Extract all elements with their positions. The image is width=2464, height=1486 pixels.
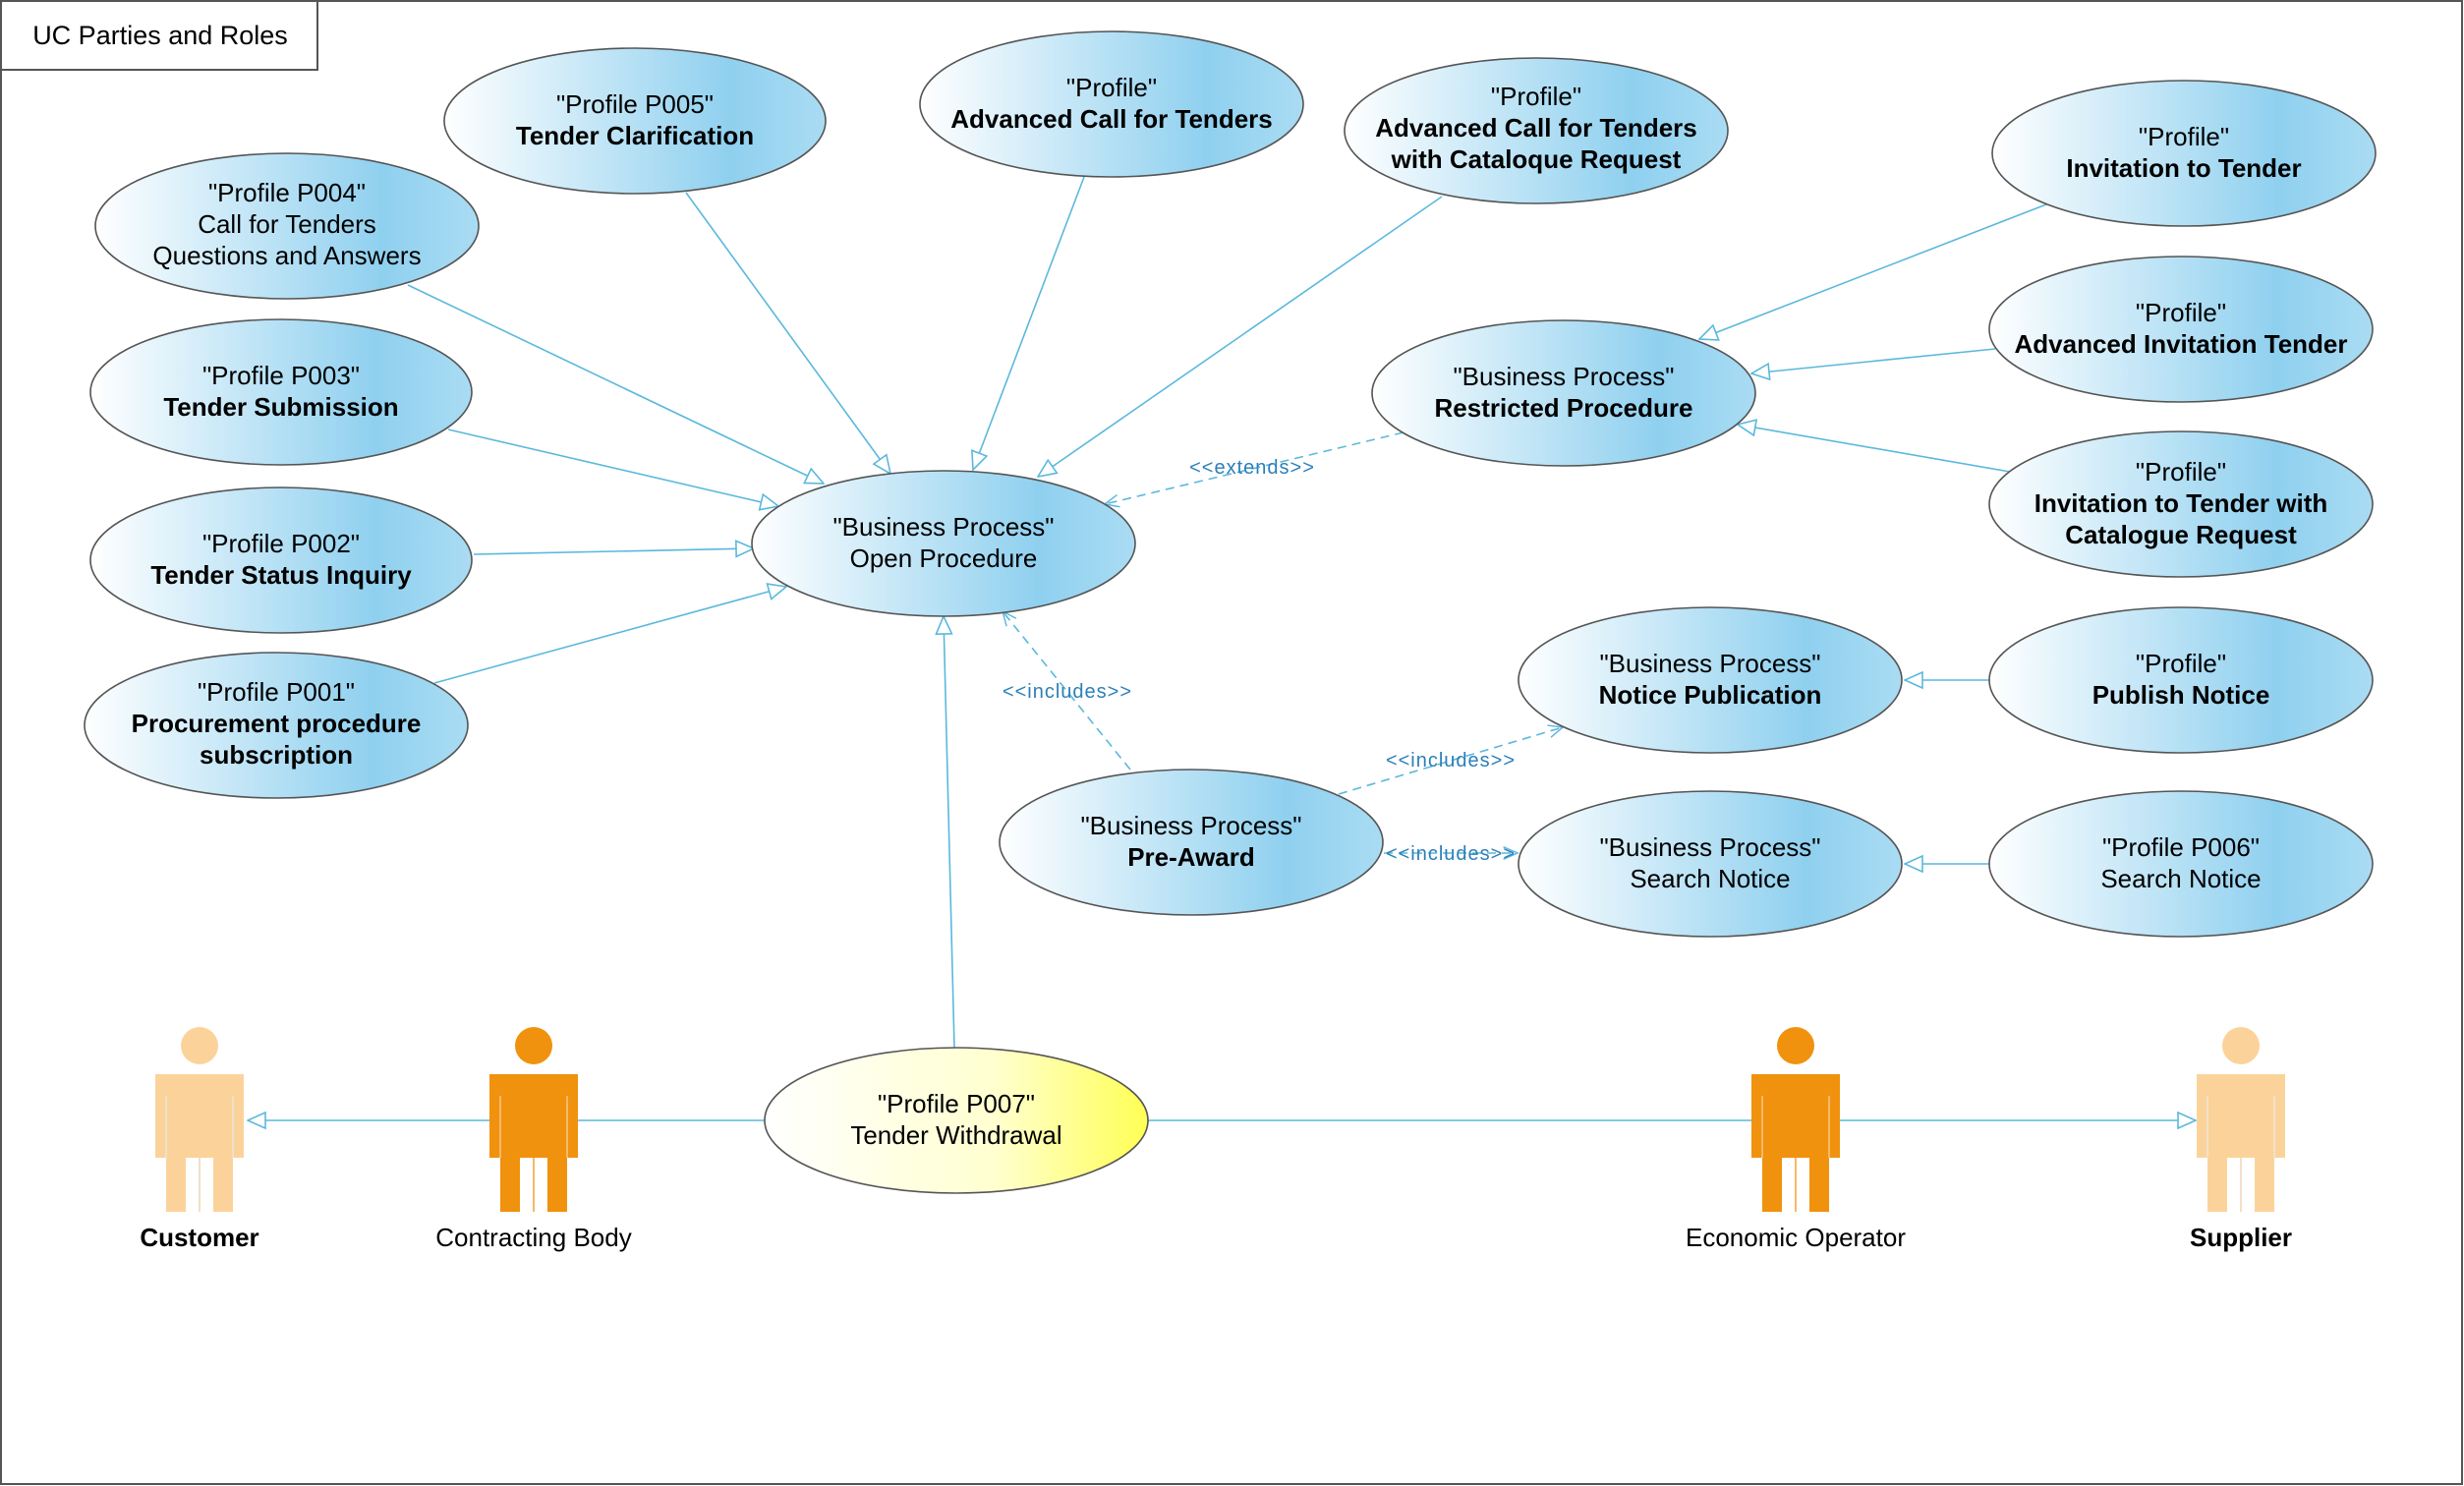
svg-text:"Profile P006": "Profile P006" <box>2102 832 2260 862</box>
svg-text:Procurement procedure: Procurement procedure <box>132 709 422 738</box>
svg-text:Pre-Award: Pre-Award <box>1127 842 1255 872</box>
actor-economic-operator-label: Economic Operator <box>1686 1223 1906 1252</box>
use-case-p002[interactable]: "Profile P002" Tender Status Inquiry <box>89 486 473 634</box>
svg-text:Publish Notice: Publish Notice <box>2092 680 2270 710</box>
use-case-restricted-procedure[interactable]: "Business Process" Restricted Procedure <box>1371 319 1756 467</box>
frame-title: UC Parties and Roles <box>32 21 288 50</box>
svg-text:"Business Process": "Business Process" <box>1599 832 1820 862</box>
stereotype-includes-publication: <<includes>> <box>1386 750 1516 772</box>
svg-text:Invitation to Tender: Invitation to Tender <box>2066 153 2301 183</box>
connector-advanced-call-catalogue-open <box>1038 196 1443 477</box>
stereotype-includes-open: <<includes>> <box>1003 681 1132 703</box>
svg-text:Tender Clarification: Tender Clarification <box>516 121 754 150</box>
svg-text:"Profile": "Profile" <box>1491 82 1581 111</box>
svg-text:with Cataloque Request: with Cataloque Request <box>1391 144 1682 174</box>
svg-text:"Profile P002": "Profile P002" <box>202 529 360 558</box>
svg-text:Notice Publication: Notice Publication <box>1599 680 1822 710</box>
actor-contracting-body-label: Contracting Body <box>435 1223 631 1252</box>
svg-text:"Profile P003": "Profile P003" <box>202 361 360 390</box>
stereotype-includes-search: <<includes>> <box>1386 843 1516 865</box>
svg-text:subscription: subscription <box>200 740 353 770</box>
svg-text:"Profile P004": "Profile P004" <box>208 178 366 207</box>
use-case-notice-publication[interactable]: "Business Process" Notice Publication <box>1518 606 1903 754</box>
svg-text:Tender Submission: Tender Submission <box>163 392 398 422</box>
svg-text:"Business Process": "Business Process" <box>1599 649 1820 678</box>
svg-text:"Business Process": "Business Process" <box>1080 811 1301 840</box>
svg-text:Invitation to Tender with: Invitation to Tender with <box>2034 488 2328 518</box>
use-case-invitation-catalogue[interactable]: "Profile" Invitation to Tender with Cata… <box>1988 430 2374 578</box>
use-case-p001[interactable]: "Profile P001" Procurement procedure sub… <box>84 652 469 799</box>
svg-text:"Business Process": "Business Process" <box>1453 362 1674 391</box>
connector-p002-open <box>473 548 754 554</box>
svg-text:"Profile P007": "Profile P007" <box>878 1089 1035 1118</box>
use-case-p007[interactable]: "Profile P007" Tender Withdrawal <box>764 1047 1149 1194</box>
actor-supplier-icon[interactable] <box>2197 1027 2285 1212</box>
use-case-p004[interactable]: "Profile P004" Call for Tenders Question… <box>94 152 480 300</box>
use-case-advanced-invitation[interactable]: "Profile" Advanced Invitation Tender <box>1988 256 2374 403</box>
svg-text:"Profile": "Profile" <box>2136 457 2226 486</box>
dependency-includes-publication <box>1338 724 1565 795</box>
svg-text:Questions and Answers: Questions and Answers <box>152 241 421 270</box>
actor-economic-operator-icon[interactable] <box>1751 1027 1840 1212</box>
svg-text:"Profile": "Profile" <box>2139 122 2229 151</box>
actor-supplier-label: Supplier <box>2190 1223 2292 1252</box>
svg-text:"Profile P001": "Profile P001" <box>198 677 355 707</box>
connector-p005-open <box>685 192 890 474</box>
svg-text:Tender Withdrawal: Tender Withdrawal <box>850 1120 1061 1150</box>
actor-customer-label: Customer <box>140 1223 258 1252</box>
svg-text:Search Notice: Search Notice <box>1630 864 1790 893</box>
use-case-publish-notice[interactable]: "Profile" Publish Notice <box>1988 606 2374 754</box>
use-case-search-notice[interactable]: "Business Process" Search Notice <box>1518 790 1903 938</box>
connector-advanced-call-open <box>973 176 1085 470</box>
frame-title-box <box>0 0 318 71</box>
use-case-pre-award[interactable]: "Business Process" Pre-Award <box>999 769 1384 916</box>
svg-text:"Profile": "Profile" <box>1066 73 1157 102</box>
use-case-invitation-to-tender[interactable]: "Profile" Invitation to Tender <box>1991 80 2377 227</box>
svg-text:"Profile": "Profile" <box>2136 298 2226 327</box>
svg-text:"Profile": "Profile" <box>2136 649 2226 678</box>
use-case-p006[interactable]: "Profile P006" Search Notice <box>1988 790 2374 938</box>
svg-text:"Business Process": "Business Process" <box>832 512 1054 542</box>
use-case-open-procedure[interactable]: "Business Process" Open Procedure <box>751 470 1136 617</box>
svg-text:Open Procedure: Open Procedure <box>850 543 1038 573</box>
connector-p004-open <box>407 284 824 484</box>
svg-text:Search Notice: Search Notice <box>2100 864 2261 893</box>
connector-p003-open <box>447 429 778 506</box>
use-case-p003[interactable]: "Profile P003" Tender Submission <box>89 318 473 466</box>
svg-text:Advanced Invitation Tender: Advanced Invitation Tender <box>2014 329 2347 359</box>
dependency-includes-open <box>1001 609 1131 771</box>
use-case-advanced-call-catalogue[interactable]: "Profile" Advanced Call for Tenders with… <box>1344 57 1729 204</box>
use-case-advanced-call[interactable]: "Profile" Advanced Call for Tenders <box>919 30 1304 178</box>
svg-text:Catalogue Request: Catalogue Request <box>2065 520 2297 549</box>
svg-text:Restricted Procedure: Restricted Procedure <box>1435 393 1693 423</box>
connector-p007-open <box>944 616 955 1049</box>
svg-text:Advanced Call for Tenders: Advanced Call for Tenders <box>950 104 1273 134</box>
dependency-extends <box>1103 431 1404 508</box>
svg-text:Advanced Call for Tenders: Advanced Call for Tenders <box>1375 113 1697 143</box>
connector-p001-open <box>433 587 786 684</box>
connector-invitation-catalogue-restricted <box>1738 425 2011 473</box>
connector-invitation-restricted <box>1699 203 2047 339</box>
stereotype-extends: <<extends>> <box>1189 457 1315 479</box>
svg-text:Tender Status Inquiry: Tender Status Inquiry <box>150 560 412 590</box>
actor-customer-icon[interactable] <box>155 1027 244 1212</box>
svg-text:"Profile P005": "Profile P005" <box>556 89 714 119</box>
svg-text:Call for Tenders: Call for Tenders <box>198 209 376 239</box>
use-case-p005[interactable]: "Profile P005" Tender Clarification <box>443 47 827 195</box>
actor-contracting-body-icon[interactable] <box>489 1027 578 1212</box>
connector-advanced-invitation-restricted <box>1751 348 1996 373</box>
